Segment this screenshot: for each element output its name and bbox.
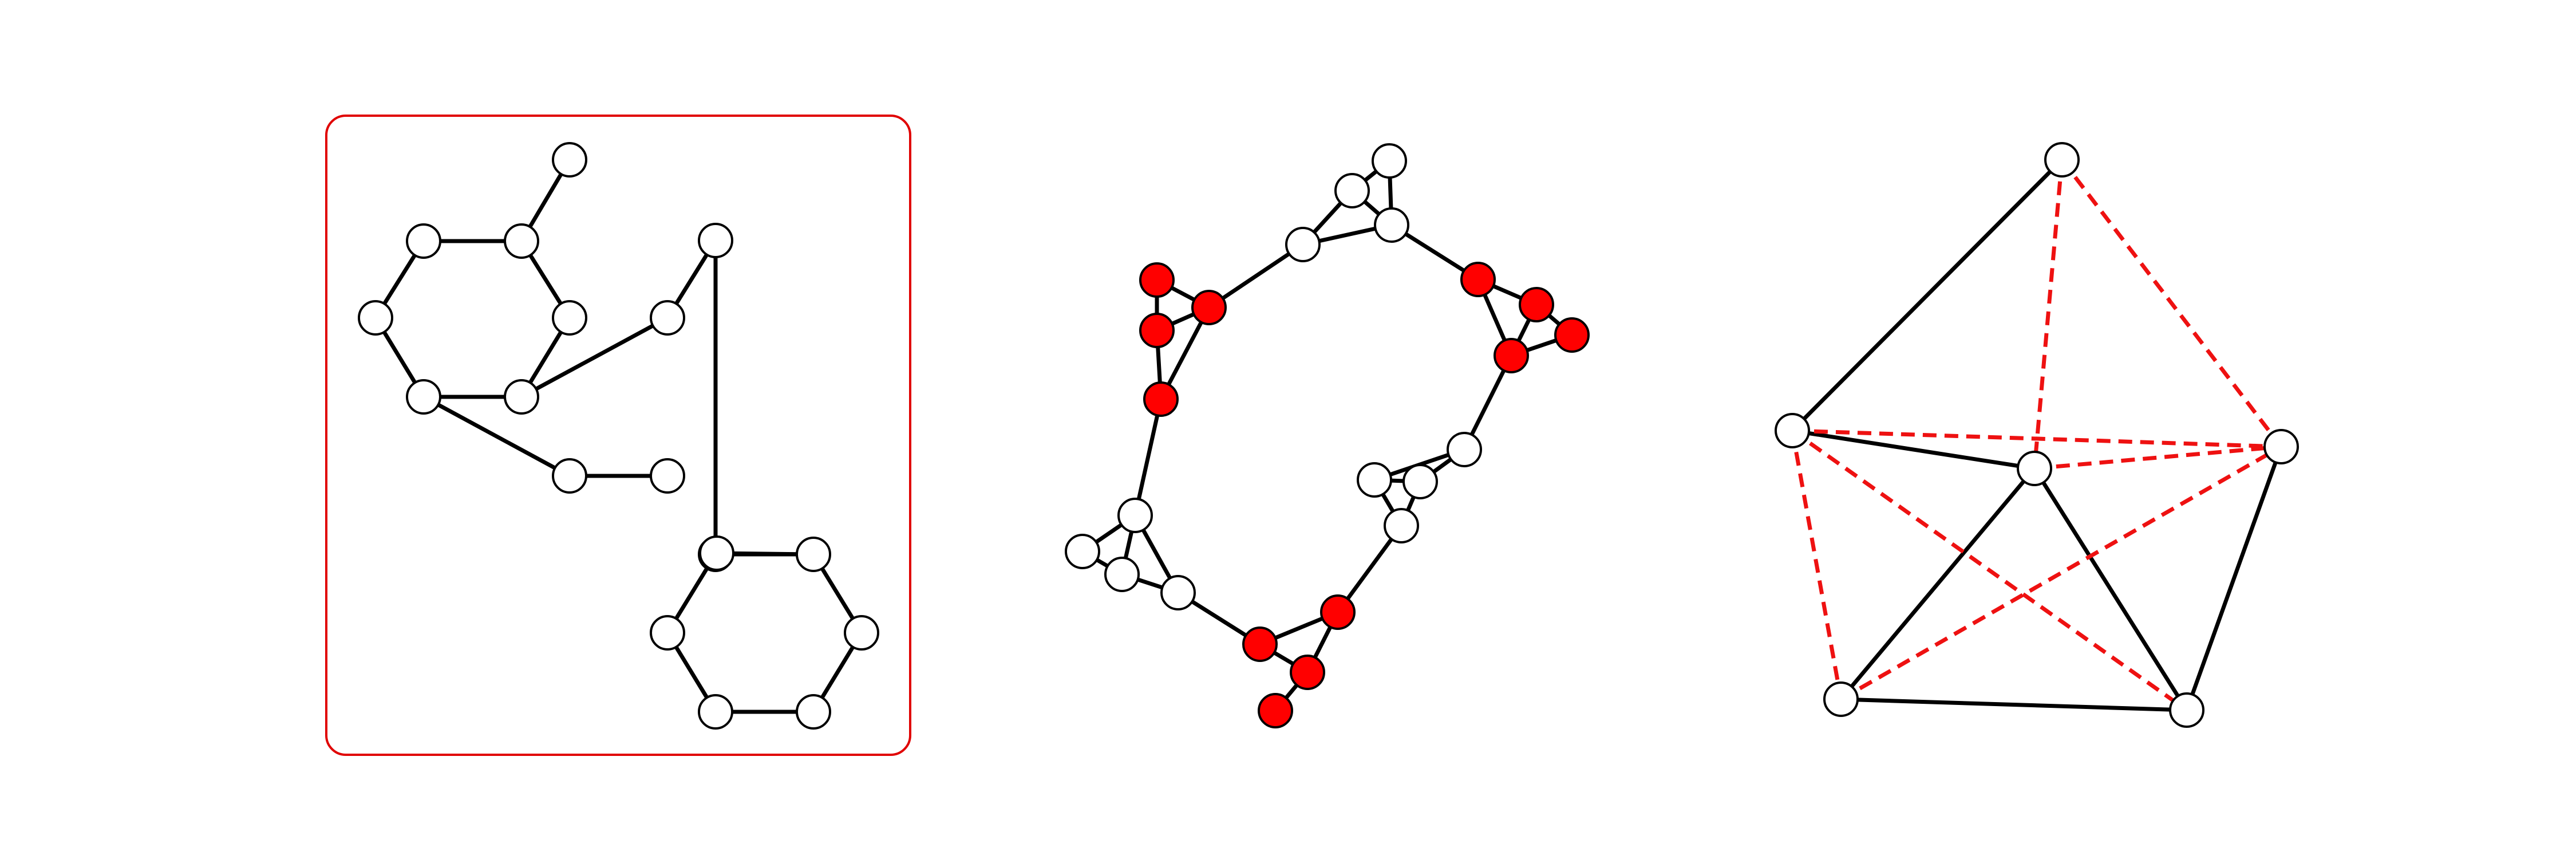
graph-node-c23 (1290, 655, 1325, 690)
graph-node-p4 (2169, 692, 2204, 728)
graph-node-m2 (406, 223, 441, 259)
graph-node-c20 (1160, 575, 1196, 610)
dashed-edge-p2-p3 (1792, 428, 2282, 449)
graph-node-c1 (1372, 143, 1407, 179)
graph-node-m6 (552, 300, 587, 336)
graph-node-c21 (1242, 626, 1278, 662)
graph-node-m15 (796, 694, 831, 730)
graph-node-c12 (1494, 338, 1529, 373)
graph-node-m4 (406, 379, 441, 415)
graph-node-c10 (1519, 287, 1554, 322)
edge-c16-c22 (1336, 523, 1404, 614)
graph-node-p5 (1823, 681, 1859, 717)
graph-node-c7 (1139, 313, 1175, 348)
dashed-edge-p1-p3 (2060, 158, 2283, 448)
graph-node-p3 (2263, 429, 2299, 464)
edge-p2-p6 (1790, 428, 2037, 471)
graph-node-m9 (650, 458, 685, 494)
pentagon-graph-panel (1775, 142, 2299, 728)
graph-node-c18 (1065, 534, 1100, 569)
graph-node-c8 (1143, 381, 1179, 417)
graph-node-m17 (650, 615, 685, 651)
graph-node-c16 (1384, 508, 1419, 543)
dashed-edge-p6-p3 (2034, 444, 2282, 471)
graph-node-m16 (698, 694, 733, 730)
dashed-edge-p1-p6 (2032, 159, 2064, 469)
graph-node-c4 (1285, 227, 1321, 262)
graph-node-m3 (358, 300, 393, 336)
molecule-graph-frame (325, 115, 911, 756)
graph-node-c15 (1402, 464, 1438, 499)
graph-node-c11 (1554, 317, 1590, 353)
cluster-ring-graph-panel (1065, 143, 1590, 728)
dashed-edge-p5-p3 (1840, 444, 2282, 702)
dashed-edge-p2-p4 (1791, 429, 2188, 712)
edge-p1-p2 (1790, 157, 2064, 433)
edge-p3-p4 (2184, 444, 2283, 712)
graph-node-c3 (1374, 207, 1409, 243)
graph-node-c14 (1357, 462, 1392, 498)
molecule-graph-panel (325, 115, 911, 756)
graph-node-c2 (1334, 173, 1370, 208)
graph-node-m14 (844, 615, 879, 651)
graph-node-c5 (1191, 290, 1227, 325)
graph-node-m5 (504, 379, 539, 415)
edge-p6-p4 (2032, 466, 2189, 712)
graph-node-p2 (1775, 413, 1810, 448)
graph-node-c24 (1258, 693, 1293, 728)
graph-node-c22 (1320, 594, 1356, 630)
graph-node-p1 (2044, 142, 2080, 178)
graph-node-m8 (552, 458, 587, 494)
graph-node-m11 (698, 223, 733, 258)
graph-node-c17 (1117, 498, 1153, 533)
graph-node-p6 (2017, 451, 2052, 486)
graph-node-m10 (650, 300, 685, 336)
graph-node-c9 (1460, 262, 1496, 297)
graph-node-m1 (504, 223, 539, 259)
edge-p5-p4 (1839, 697, 2189, 712)
edge-c4-c5 (1207, 242, 1305, 310)
graph-node-m18 (699, 535, 734, 571)
graph-node-m13 (796, 537, 831, 572)
graph-node-m7 (552, 142, 587, 178)
edge-p6-p5 (1839, 466, 2037, 702)
edge-m4-m8 (421, 395, 572, 478)
edge-m5-m10 (519, 316, 670, 399)
graph-node-c19 (1104, 557, 1140, 592)
edge-c8-c17 (1133, 397, 1163, 518)
graph-node-c6 (1139, 262, 1175, 298)
dashed-edge-p2-p5 (1790, 430, 1843, 700)
graph-node-c13 (1447, 432, 1482, 467)
